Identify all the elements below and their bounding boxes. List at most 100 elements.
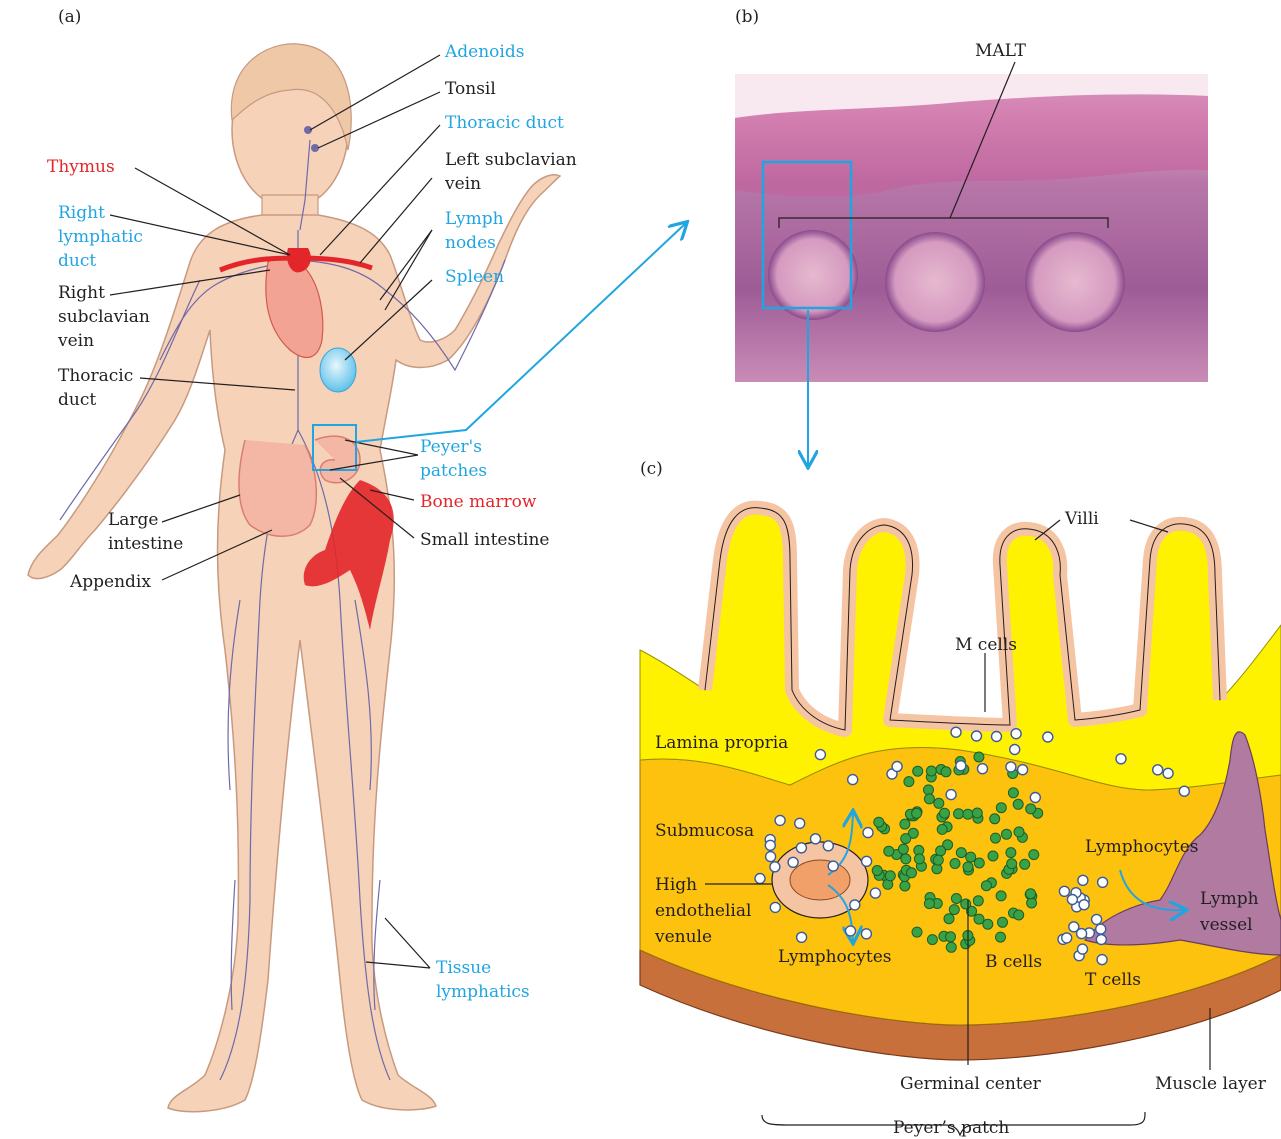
b-cell	[963, 809, 973, 819]
t-cell	[1043, 732, 1053, 742]
large-intestine	[239, 440, 316, 536]
b-cell	[996, 932, 1006, 942]
t-cell	[1153, 765, 1163, 775]
b-cell	[966, 852, 976, 862]
label-right-subclavian-1: Right	[58, 283, 105, 303]
t-cell	[1010, 745, 1020, 755]
label-tonsil: Tonsil	[445, 79, 496, 99]
label-muscle-layer: Muscle layer	[1155, 1074, 1267, 1094]
b-cell	[941, 767, 951, 777]
t-cell	[946, 790, 956, 800]
t-cell	[846, 926, 856, 936]
b-cell	[904, 777, 914, 787]
label-tissue-lymphatics-2: lymphatics	[436, 982, 530, 1002]
t-cell	[770, 862, 780, 872]
label-right-lymphatic-2: lymphatic	[58, 227, 143, 247]
t-cell	[1116, 754, 1126, 764]
label-tissue-lymphatics-1: Tissue	[436, 958, 491, 978]
lymphoid-follicle-1	[768, 230, 858, 320]
label-peyers-patch: Peyer’s patch	[893, 1118, 1009, 1138]
b-cell	[991, 833, 1001, 843]
b-cell	[936, 846, 946, 856]
label-peyers-1: Peyer's	[420, 437, 482, 457]
t-cell	[1092, 914, 1102, 924]
b-cell	[946, 932, 956, 942]
panel-label-a: (a)	[58, 7, 81, 27]
b-cell	[924, 785, 934, 795]
t-cell	[978, 764, 988, 774]
b-cell	[912, 927, 922, 937]
label-thoracic-duct-2: duct	[58, 390, 96, 410]
t-cell	[1097, 955, 1107, 965]
b-cell	[988, 851, 998, 861]
b-cell	[972, 808, 982, 818]
label-malt: MALT	[975, 41, 1027, 61]
b-cell	[874, 817, 884, 827]
label-m-cells: M cells	[955, 635, 1017, 655]
label-right-subclavian-3: vein	[57, 331, 94, 351]
b-cell	[1014, 827, 1024, 837]
b-cell	[961, 899, 971, 909]
label-spleen: Spleen	[445, 267, 504, 287]
b-cell	[1006, 848, 1016, 858]
t-cell	[1163, 768, 1173, 778]
t-cell	[1077, 929, 1087, 939]
b-cell	[974, 752, 984, 762]
label-hev-3: venule	[654, 927, 712, 947]
t-cell	[870, 888, 880, 898]
b-cell	[944, 914, 954, 924]
b-cell	[1026, 804, 1036, 814]
b-cell	[885, 871, 895, 881]
t-cell	[1011, 729, 1021, 739]
t-cell	[1098, 877, 1108, 887]
b-cell	[950, 859, 960, 869]
label-appendix: Appendix	[69, 572, 151, 592]
b-cell	[974, 914, 984, 924]
t-cell	[1079, 900, 1089, 910]
b-cell	[884, 846, 894, 856]
b-cell	[927, 935, 937, 945]
b-cell	[937, 824, 947, 834]
t-cell	[1096, 924, 1106, 934]
t-cell	[775, 815, 785, 825]
label-thoracic-duct-top: Thoracic duct	[445, 113, 564, 133]
label-b-cells: B cells	[985, 952, 1042, 972]
b-cell	[996, 803, 1006, 813]
b-cell	[912, 808, 922, 818]
label-villi: Villi	[1064, 509, 1099, 529]
b-cell	[981, 881, 991, 891]
b-cell	[956, 848, 966, 858]
t-cell	[795, 818, 805, 828]
label-hev-2: endothelial	[655, 901, 751, 921]
t-cell	[848, 775, 858, 785]
b-cell	[933, 855, 943, 865]
label-lymph-vessel-1: Lymph	[1200, 889, 1259, 909]
label-small-intestine: Small intestine	[420, 530, 549, 550]
b-cell	[926, 766, 936, 776]
label-adenoids: Adenoids	[444, 42, 524, 62]
label-left-subclavian-2: vein	[444, 174, 481, 194]
lymphoid-follicle-3	[1025, 232, 1125, 332]
t-cell	[811, 834, 821, 844]
b-cell	[974, 858, 984, 868]
t-cell	[861, 929, 871, 939]
b-cell	[900, 881, 910, 891]
malt-micrograph: MALT	[735, 41, 1208, 382]
b-cell	[990, 814, 1000, 824]
b-cell	[924, 899, 934, 909]
label-lymphocytes-left: Lymphocytes	[778, 947, 892, 967]
label-lymph-nodes-2: nodes	[445, 233, 496, 253]
b-cell	[1020, 859, 1030, 869]
b-cell	[1026, 889, 1036, 899]
t-cell	[850, 900, 860, 910]
t-cell	[1030, 793, 1040, 803]
b-cell	[954, 809, 964, 819]
b-cell	[901, 834, 911, 844]
t-cell	[766, 852, 776, 862]
label-lymph-vessel-2: vessel	[1199, 915, 1253, 935]
label-large-intestine-2: intestine	[108, 534, 183, 554]
label-thoracic-duct-1: Thoracic	[58, 366, 133, 386]
b-cell	[914, 854, 924, 864]
b-cell	[946, 942, 956, 952]
t-cell	[755, 874, 765, 884]
